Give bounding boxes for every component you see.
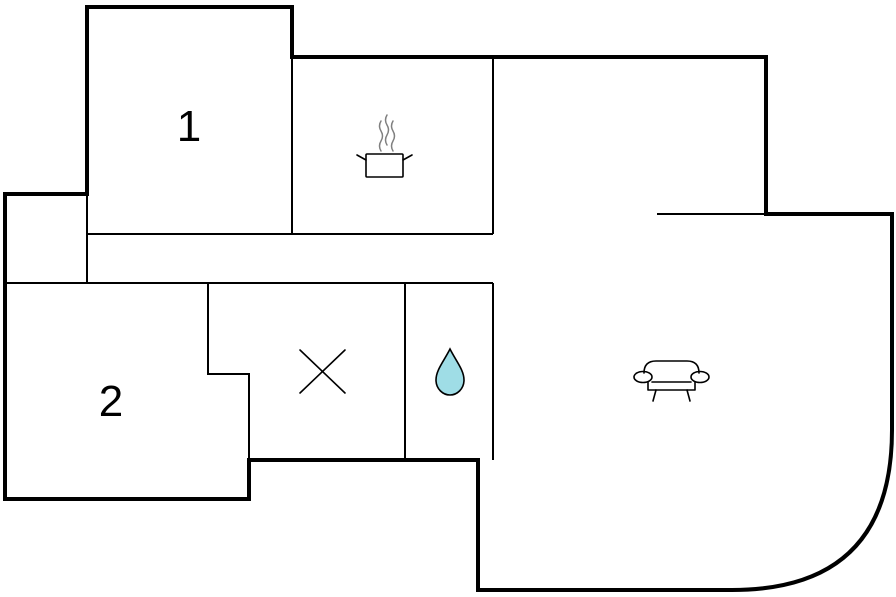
room-label-1: 1 — [177, 102, 201, 151]
cross-x-icon — [299, 349, 346, 394]
water-drop-icon — [435, 347, 465, 396]
sofa-icon — [633, 360, 710, 402]
room-label-2: 2 — [99, 377, 123, 426]
interior-walls — [5, 57, 766, 460]
cooking-pot-icon — [356, 114, 413, 178]
outer-wall — [3, 5, 894, 592]
